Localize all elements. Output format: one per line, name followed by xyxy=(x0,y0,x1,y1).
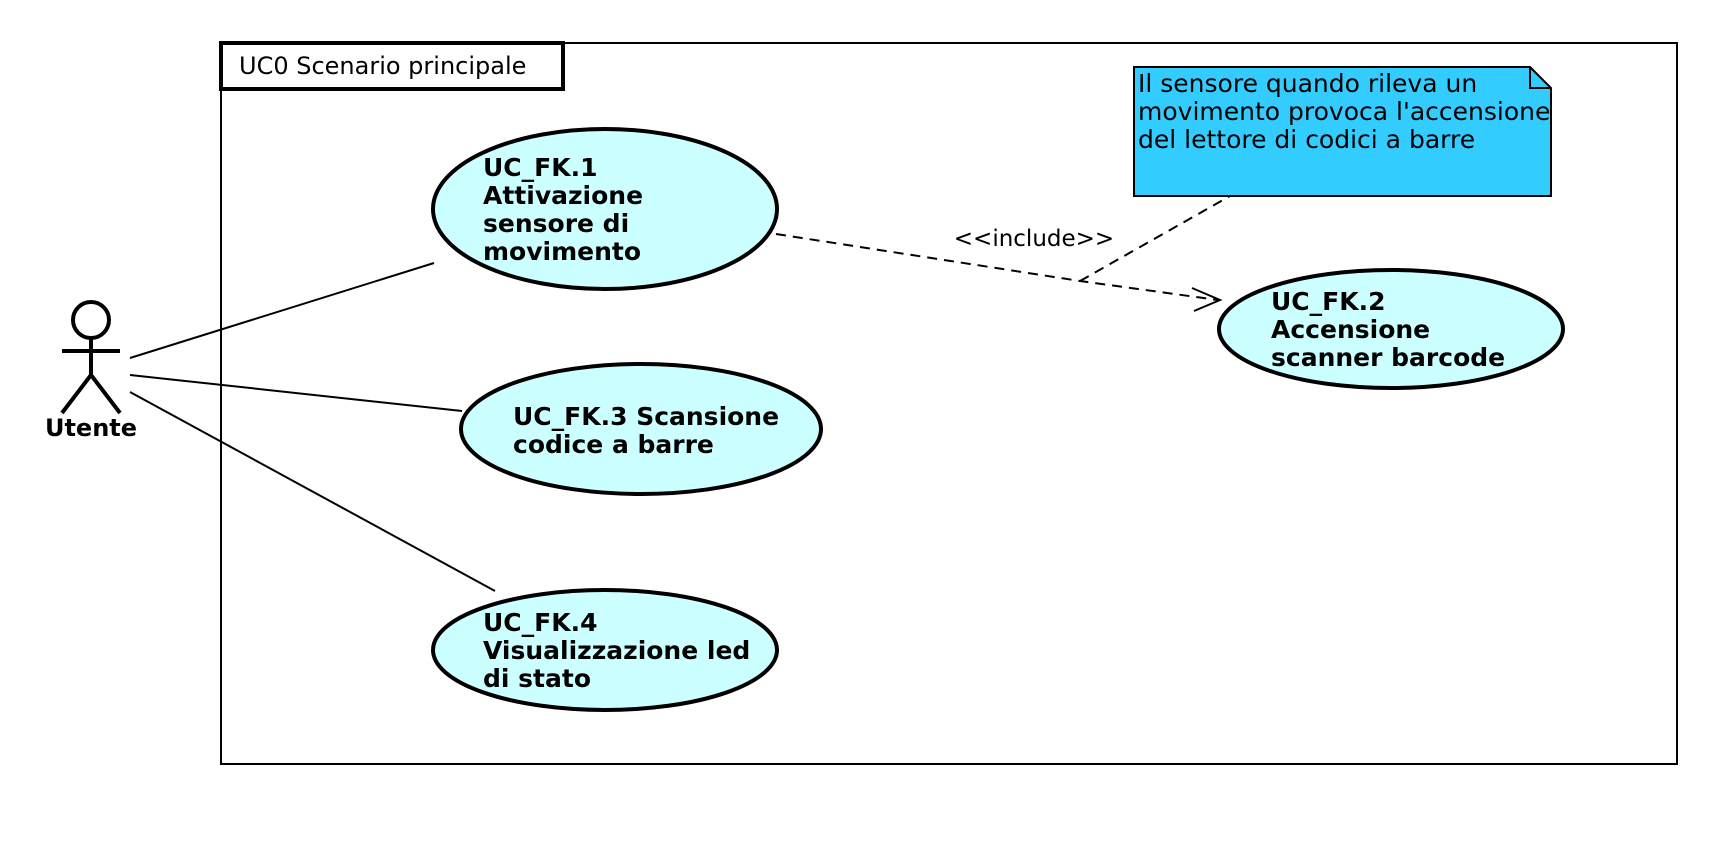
association-uc-fk-1 xyxy=(129,262,435,359)
note-anchor xyxy=(1079,195,1231,282)
use-case-uc-fk-4[interactable] xyxy=(431,588,779,712)
actor-right-leg xyxy=(89,373,122,415)
frame-title-box xyxy=(219,41,565,91)
frame-title: UC0 Scenario principale xyxy=(239,52,526,80)
association-uc-fk-4 xyxy=(129,391,496,592)
actor-label: Utente xyxy=(45,414,137,442)
note-body xyxy=(1133,66,1552,197)
actor-utente[interactable]: Utente xyxy=(45,300,137,442)
note: Il sensore quando rileva un movimento pr… xyxy=(1133,66,1558,197)
note-folded-corner xyxy=(1529,67,1551,89)
actor-head xyxy=(71,300,111,340)
use-case-uc-fk-3[interactable] xyxy=(459,362,823,496)
use-case-label-uc-fk-4: UC_FK.4 Visualizzazione led di stato xyxy=(483,608,759,693)
use-case-uc-fk-1[interactable] xyxy=(431,127,779,291)
system-boundary xyxy=(220,42,1678,765)
use-case-label-uc-fk-3: UC_FK.3 Scansione codice a barre xyxy=(513,402,788,459)
use-case-uc-fk-2[interactable] xyxy=(1217,268,1565,390)
note-text: Il sensore quando rileva un movimento pr… xyxy=(1138,69,1558,154)
use-case-label-uc-fk-2: UC_FK.2 Accensione scanner barcode xyxy=(1271,287,1505,372)
use-case-label-uc-fk-1: UC_FK.1 Attivazione sensore di movimento xyxy=(483,153,652,266)
actor-left-leg xyxy=(60,373,93,415)
include-arrowhead xyxy=(1191,287,1223,312)
association-uc-fk-3 xyxy=(129,374,463,412)
include-label: <<include>> xyxy=(954,226,1114,252)
